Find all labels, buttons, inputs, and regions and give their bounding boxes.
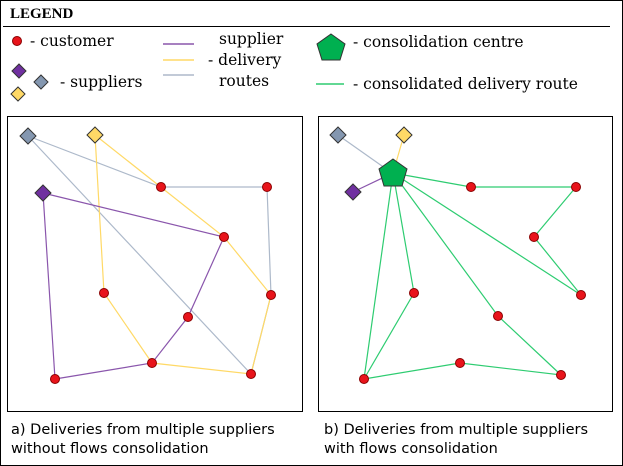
legend-customer-label: - customer: [30, 32, 114, 50]
legend-suppliers-label: - suppliers: [60, 73, 143, 91]
supplier-yellow-a: [86, 126, 104, 144]
consolidated-route-3: [363, 172, 563, 380]
legend-consolidated-label: - consolidated delivery route: [353, 75, 578, 93]
customer-b: [409, 288, 419, 298]
customer-a: [147, 358, 157, 368]
panel-a-routes: [27, 134, 272, 380]
customer-b: [466, 182, 476, 192]
panel-a-customers: [50, 182, 276, 384]
legend-centre-label: - consolidation centre: [353, 33, 524, 51]
consolidated-route-1: [392, 172, 582, 296]
customer-a: [183, 312, 193, 322]
route-purple-a: [42, 192, 225, 380]
route-yellow-a: [94, 134, 272, 375]
panel-b-box: [318, 116, 613, 412]
route-gray-a: [27, 135, 272, 376]
legend-centre-icon: [316, 33, 346, 61]
panel-b-customers: [359, 182, 586, 384]
panel-a-box: [7, 116, 303, 412]
legend-title: LEGEND: [10, 6, 74, 22]
supplier-gray-a: [19, 127, 37, 145]
caption-a-line1: a) Deliveries from multiple suppliers: [11, 422, 275, 438]
customer-a: [246, 369, 256, 379]
legend-customer-icon: [12, 36, 22, 46]
customer-a: [219, 232, 229, 242]
legend-routes-label-2: - delivery: [208, 51, 282, 69]
customer-b: [493, 311, 503, 321]
customer-b: [576, 290, 586, 300]
customer-a: [156, 182, 166, 192]
supplier-yellow-b: [395, 126, 413, 144]
customer-b: [455, 358, 465, 368]
customer-a: [262, 182, 272, 192]
consolidation-centre-icon: [378, 158, 408, 187]
legend-supplier-yellow-icon: [10, 86, 26, 102]
supplier-gray-b: [329, 126, 347, 144]
customer-a: [266, 290, 276, 300]
panel-a-suppliers: [19, 126, 104, 202]
legend-supplier-purple-icon: [11, 63, 27, 79]
caption-b-line1: b) Deliveries from multiple suppliers: [324, 422, 589, 438]
customer-a: [99, 288, 109, 298]
caption-a-line2: without flows consolidation: [11, 441, 209, 457]
panel-b-suppliers: [329, 126, 413, 201]
customer-b: [529, 232, 539, 242]
customer-b: [556, 370, 566, 380]
customer-b: [571, 182, 581, 192]
panel-b-routes: [363, 172, 582, 380]
customer-b: [359, 374, 369, 384]
consolidated-route-2: [363, 172, 415, 380]
supplier-purple-a: [34, 184, 52, 202]
customer-a: [50, 374, 60, 384]
legend-routes-label-3: routes: [219, 72, 270, 90]
legend-divider: [3, 26, 610, 27]
caption-b-line2: with flows consolidation: [324, 441, 498, 457]
legend-routes-label-1: supplier: [219, 30, 284, 48]
legend-supplier-gray-icon: [33, 74, 49, 90]
supplier-purple-b: [344, 183, 362, 201]
